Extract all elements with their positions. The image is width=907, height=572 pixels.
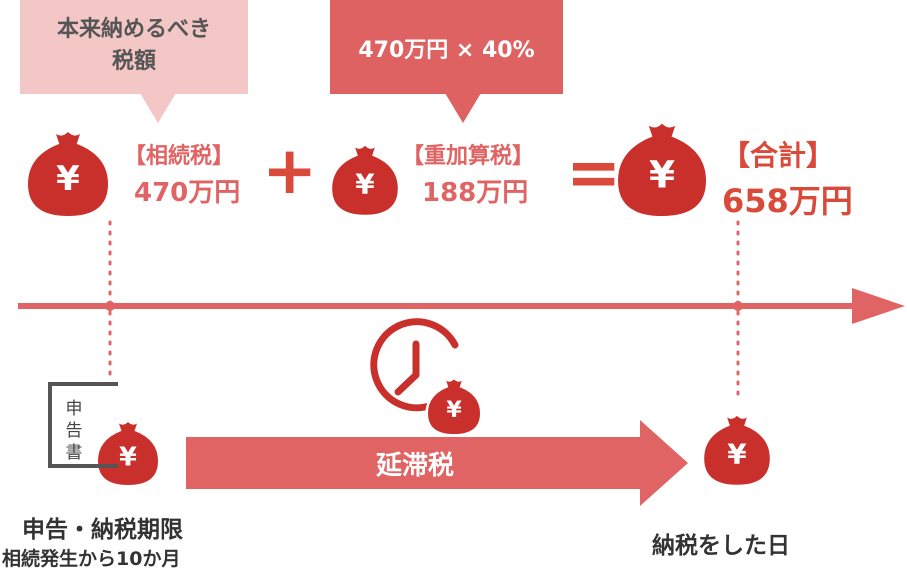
delinquency-label: 延滞税 xyxy=(375,451,454,481)
inheritance-tax-amount: 470万円 xyxy=(134,178,241,208)
tax-return-document-icon xyxy=(48,382,118,468)
total-label: 【合計】 xyxy=(722,139,835,172)
timeline-arrow xyxy=(18,288,905,324)
delinquency-arrow xyxy=(186,420,688,506)
tax-owed-bubble-text: 本来納めるべき 税額 xyxy=(20,14,248,78)
yen-glyph: ¥ xyxy=(355,167,375,200)
formula-bubble-tail xyxy=(445,93,481,123)
inheritance-tax-bag-icon: ¥ xyxy=(28,132,108,216)
document-bag-icon: ¥ xyxy=(93,422,163,493)
yen-glyph: ¥ xyxy=(119,443,137,473)
yen-glyph: ¥ xyxy=(649,152,675,196)
tax-owed-bubble xyxy=(20,0,248,94)
deadline-label: 申告・納税期限 xyxy=(22,517,183,543)
inheritance-tax-label: 【相続税】 xyxy=(124,144,235,169)
yen-glyph: ¥ xyxy=(727,437,747,470)
payment-day-bag-icon: ¥ xyxy=(704,415,770,485)
tax-owed-bubble-tail xyxy=(140,93,176,123)
total-amount: 658万円 xyxy=(722,182,853,220)
plus-operator: + xyxy=(262,132,318,209)
doc-char-2: 告 xyxy=(65,421,83,441)
penalty-tax-label: 【重加算税】 xyxy=(402,144,535,169)
formula-bubble xyxy=(330,0,563,94)
yen-glyph: ¥ xyxy=(446,397,462,423)
total-tax-bag-icon: ¥ xyxy=(618,123,706,216)
yen-glyph: ¥ xyxy=(56,159,80,199)
tax-owed-line2: 税額 xyxy=(111,49,156,74)
tax-owed-line1: 本来納めるべき xyxy=(56,17,211,42)
clock-icon xyxy=(370,318,459,412)
payment-day-label: 納税をした日 xyxy=(652,533,790,559)
penalty-tax-amount: 188万円 xyxy=(422,178,529,208)
formula-bubble-text: 470万円 × 40% xyxy=(358,38,535,63)
deadline-sublabel: 相続発生から10か月 xyxy=(2,548,181,570)
doc-char-1: 申 xyxy=(65,399,83,419)
penalty-tax-bag-icon: ¥ xyxy=(332,145,398,215)
delinquency-bag-icon: ¥ xyxy=(425,379,483,442)
equals-operator: = xyxy=(566,134,622,211)
tax-return-document-text: 申 告 書 xyxy=(62,398,86,464)
payment-point xyxy=(733,301,743,311)
doc-char-3: 書 xyxy=(65,443,83,463)
deadline-point xyxy=(105,301,115,311)
